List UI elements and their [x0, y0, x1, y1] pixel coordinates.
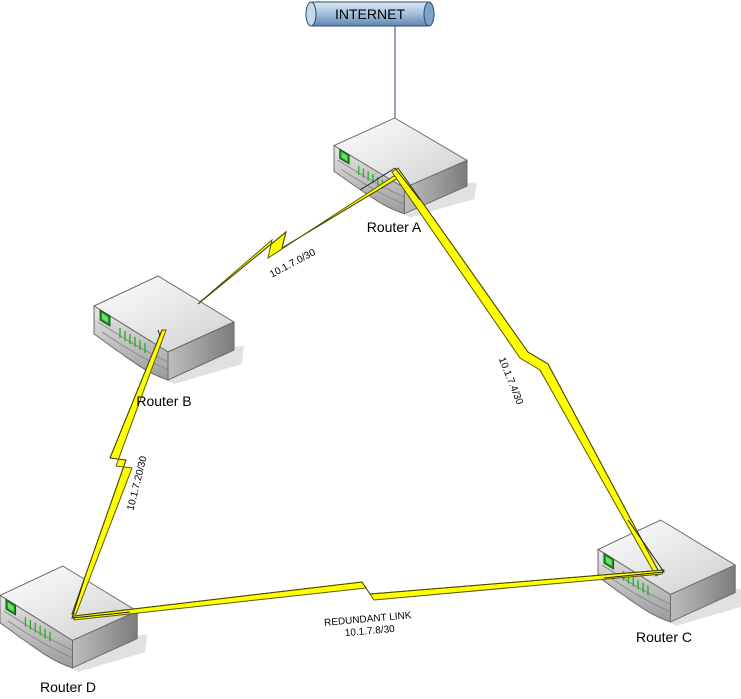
router-c-label: Router C	[636, 629, 692, 645]
router-d-label: Router D	[40, 679, 96, 695]
internet-label: INTERNET	[335, 6, 405, 22]
link-a-b[interactable]	[197, 175, 400, 305]
router-b-label: Router B	[136, 393, 191, 409]
router-a-label: Router A	[367, 219, 422, 235]
link-d-c-subnet: 10.1.7.8/30	[344, 624, 395, 639]
link-a-c-label: 10.1.7.4/30	[496, 356, 525, 407]
router-c-icon[interactable]	[597, 519, 741, 627]
link-b-d-label: 10.1.7.20/30	[126, 455, 150, 512]
internet-cloud[interactable]: INTERNET	[305, 1, 435, 27]
link-a-c[interactable]	[391, 167, 661, 577]
router-b-icon[interactable]	[93, 275, 245, 385]
